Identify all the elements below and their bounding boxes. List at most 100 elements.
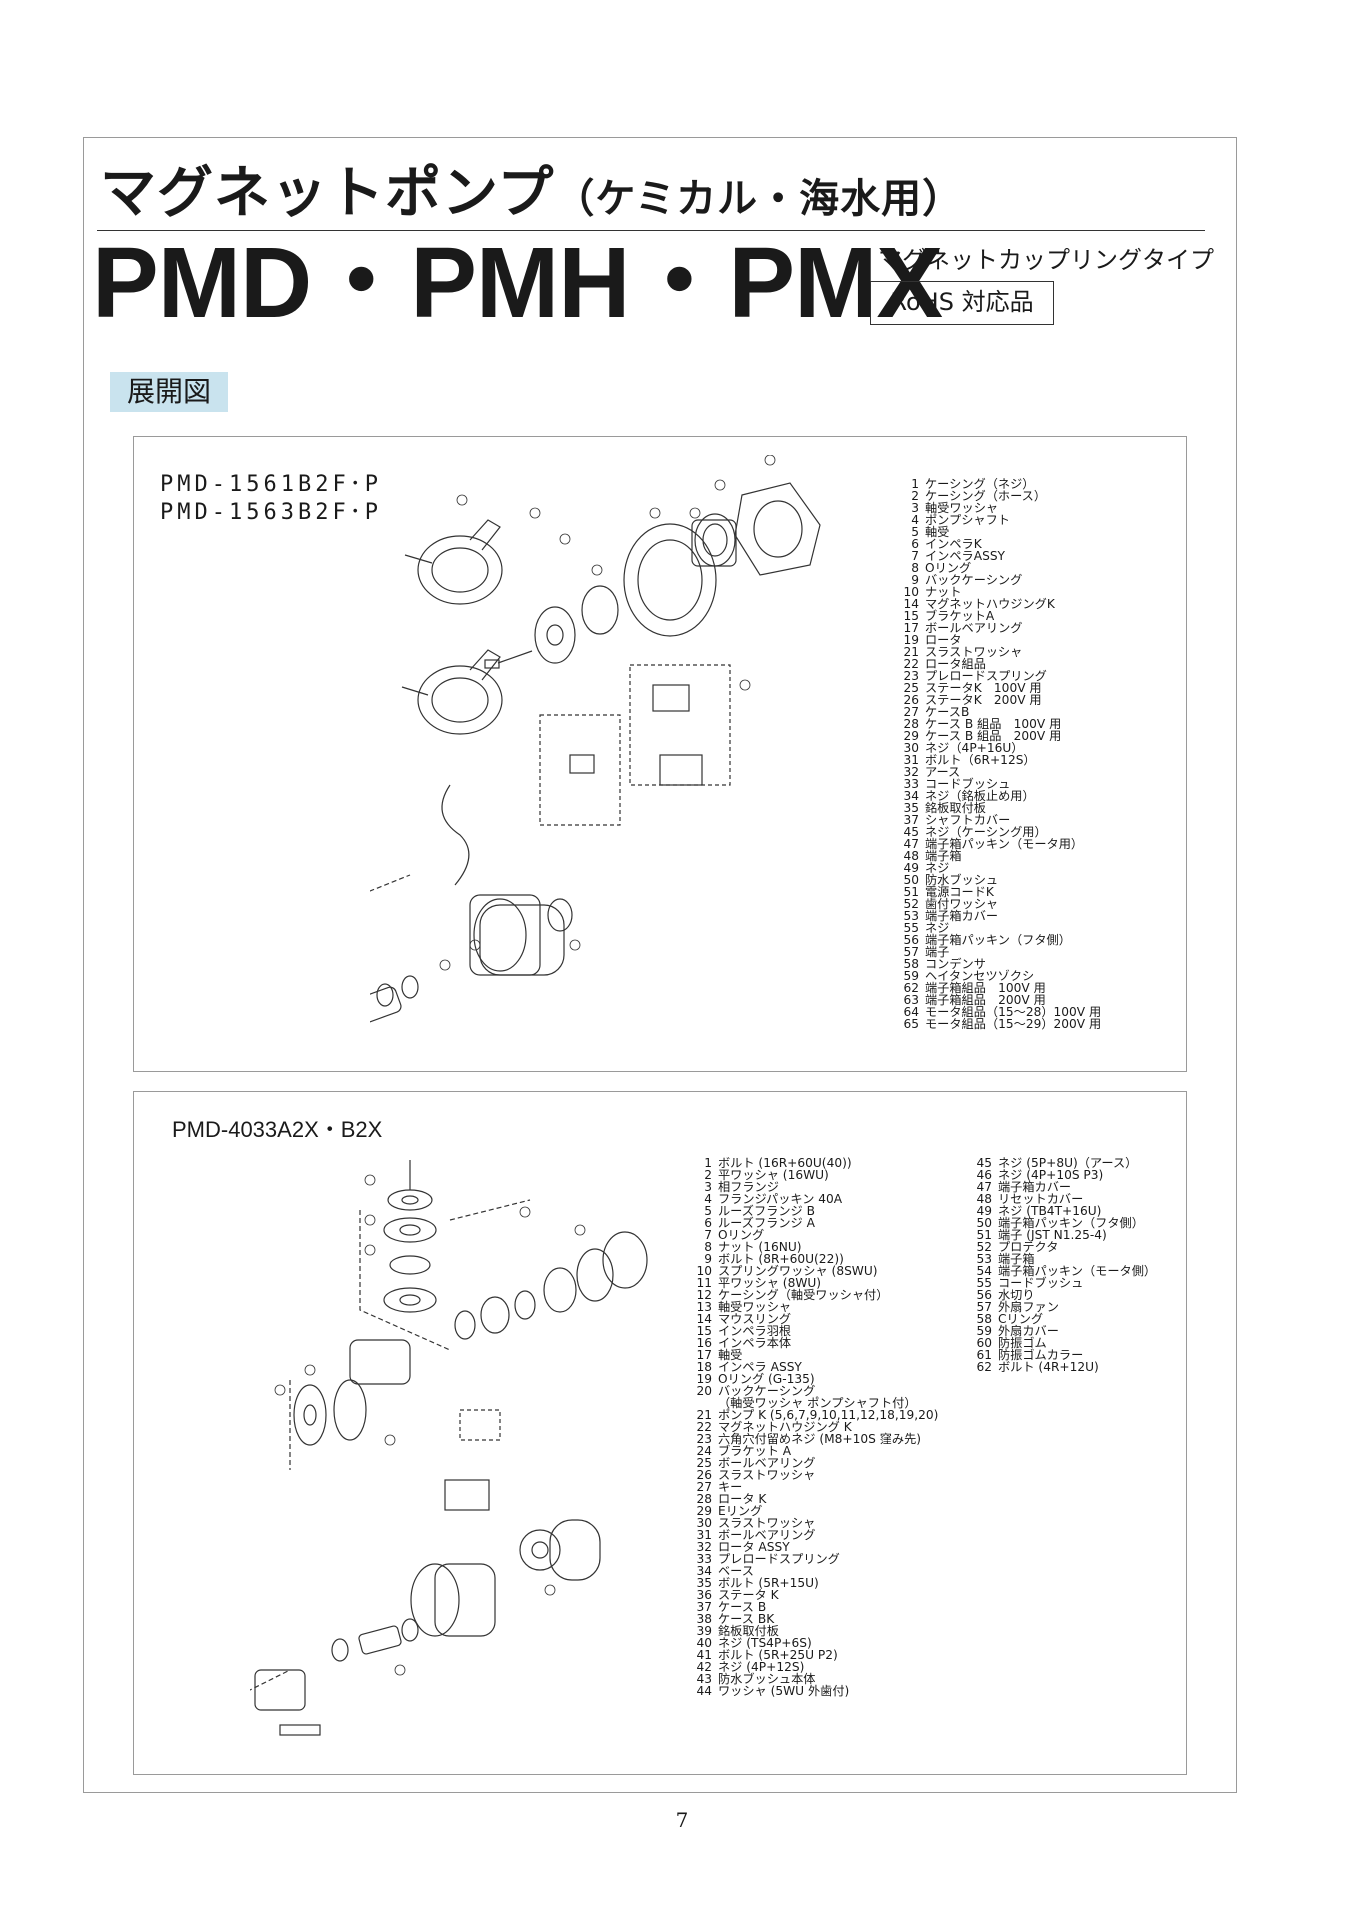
model-label: PMD-1563B2F･P: [160, 500, 382, 525]
model-label: PMD-1561B2F･P: [160, 472, 382, 497]
list-item: （軸受ワッシャ ポンプシャフト付）: [718, 1396, 917, 1410]
exploded-view-panel-2: [133, 1091, 1187, 1775]
exploded-diagram-1: [370, 455, 850, 1055]
series-title: マグネットポンプ（ケミカル・海水用）: [100, 161, 964, 226]
page-number: 7: [675, 1808, 689, 1832]
model-subtitle: マグネットカップリングタイプ: [878, 246, 1214, 274]
section-label: 展開図: [110, 372, 228, 412]
page-frame: [83, 137, 1237, 1793]
model-label: PMD-4033A2X・B2X: [172, 1117, 383, 1142]
rohs-badge: RoHS 対応品: [870, 281, 1054, 325]
title-divider: [97, 230, 1205, 231]
model-title: PMD・PMH・PMX: [92, 227, 943, 339]
